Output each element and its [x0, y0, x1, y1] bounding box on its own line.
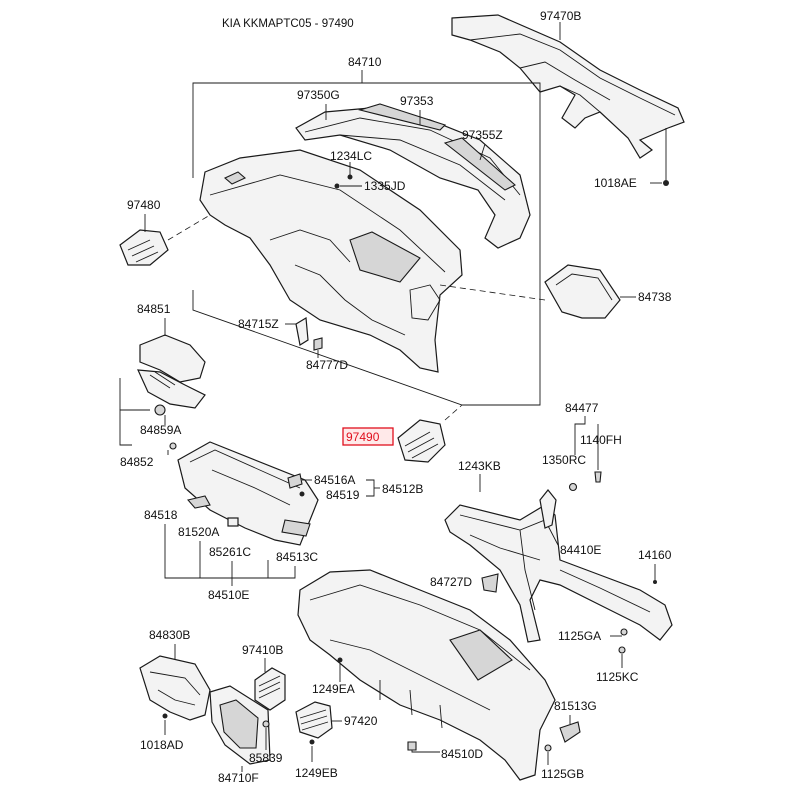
bracket-81513G	[559, 721, 581, 743]
label-1140FH: 1140FH	[580, 433, 622, 447]
label-84830B: 84830B	[149, 628, 190, 642]
label-85839: 85839	[249, 751, 283, 765]
label-97490[interactable]: 97490	[346, 430, 380, 444]
label-97355Z: 97355Z	[462, 128, 503, 142]
clip-icon	[334, 183, 340, 189]
label-1335JD: 1335JD	[364, 179, 406, 193]
label-84410E: 84410E	[560, 543, 601, 557]
label-81520A: 81520A	[178, 525, 219, 539]
bolt-icon	[544, 744, 552, 752]
label-84715Z: 84715Z	[238, 317, 279, 331]
label-97470B: 97470B	[540, 9, 581, 23]
clip-icon	[653, 580, 657, 584]
label-1018AE: 1018AE	[594, 176, 637, 190]
label-84710: 84710	[348, 55, 382, 69]
label-97353: 97353	[400, 94, 434, 108]
grommet-icon	[154, 404, 166, 416]
label-1249EB: 1249EB	[295, 766, 338, 780]
screw-icon	[162, 713, 168, 719]
screw-icon	[337, 657, 343, 663]
instrument-cover-panel	[544, 264, 621, 319]
label-84710F: 84710F	[218, 771, 259, 785]
diagram-title: KIA KKMAPTC05 - 97490	[222, 18, 354, 30]
screw-icon	[663, 180, 669, 186]
label-1125GB: 1125GB	[541, 767, 584, 781]
label-1125GA: 1125GA	[558, 629, 601, 643]
label-84852: 84852	[120, 455, 154, 469]
label-1018AD: 1018AD	[140, 738, 184, 752]
side-air-vent-left	[119, 229, 169, 266]
screw-icon	[299, 491, 305, 497]
screw-icon	[262, 720, 270, 728]
clip-icon	[407, 741, 417, 751]
label-84510D: 84510D	[441, 747, 483, 761]
bracket-84715Z	[295, 316, 309, 346]
bolt-icon	[620, 628, 628, 636]
label-84777D: 84777D	[306, 358, 348, 372]
label-85261C: 85261C	[209, 545, 251, 559]
bolt-icon	[594, 471, 602, 483]
center-fascia-panel	[209, 685, 271, 765]
label-84851: 84851	[137, 302, 171, 316]
cluster-fascia	[139, 655, 211, 721]
label-84512B: 84512B	[382, 482, 423, 496]
label-84513C: 84513C	[276, 550, 318, 564]
defroster-duct	[451, 14, 685, 159]
label-97350G: 97350G	[297, 88, 340, 102]
glove-box	[177, 441, 319, 546]
label-84477: 84477	[565, 401, 599, 415]
label-14160: 14160	[638, 548, 672, 562]
label-1234LC: 1234LC	[330, 149, 372, 163]
label-1243KB: 1243KB	[458, 459, 501, 473]
label-84738: 84738	[638, 290, 672, 304]
label-97410B: 97410B	[242, 643, 283, 657]
center-air-vent-97490[interactable]	[397, 419, 446, 463]
label-97420: 97420	[344, 714, 378, 728]
label-84510E: 84510E	[208, 588, 249, 602]
label-1350RC: 1350RC	[542, 453, 586, 467]
dashboard-main	[199, 149, 463, 373]
label-84518: 84518	[144, 508, 178, 522]
nut-icon	[568, 482, 578, 492]
glove-box-latch	[287, 473, 303, 489]
dashboard-lower	[297, 569, 556, 781]
label-81513G: 81513G	[554, 699, 597, 713]
label-84516A: 84516A	[314, 473, 355, 487]
bracket-84727D	[481, 573, 499, 593]
center-air-vent-97410B	[254, 667, 286, 711]
crash-pad-upper	[295, 107, 531, 249]
label-1125KC: 1125KC	[596, 670, 639, 684]
clip-84777D	[313, 337, 323, 351]
assembly-frame	[192, 82, 541, 406]
highlight-label-box[interactable]	[342, 427, 394, 446]
label-97480: 97480	[127, 198, 161, 212]
defroster-grille-strip	[357, 103, 516, 191]
screw-icon	[347, 174, 353, 180]
bolt-icon	[618, 646, 626, 654]
clip-icon	[169, 442, 177, 450]
column-shroud	[137, 334, 206, 409]
screw-icon	[309, 739, 315, 745]
label-84519: 84519	[326, 488, 360, 502]
center-air-vent-97420	[295, 701, 333, 739]
label-1249EA: 1249EA	[312, 682, 355, 696]
cowl-cross-bar	[444, 489, 673, 643]
label-84727D: 84727D	[430, 575, 472, 589]
label-84859A: 84859A	[140, 423, 181, 437]
